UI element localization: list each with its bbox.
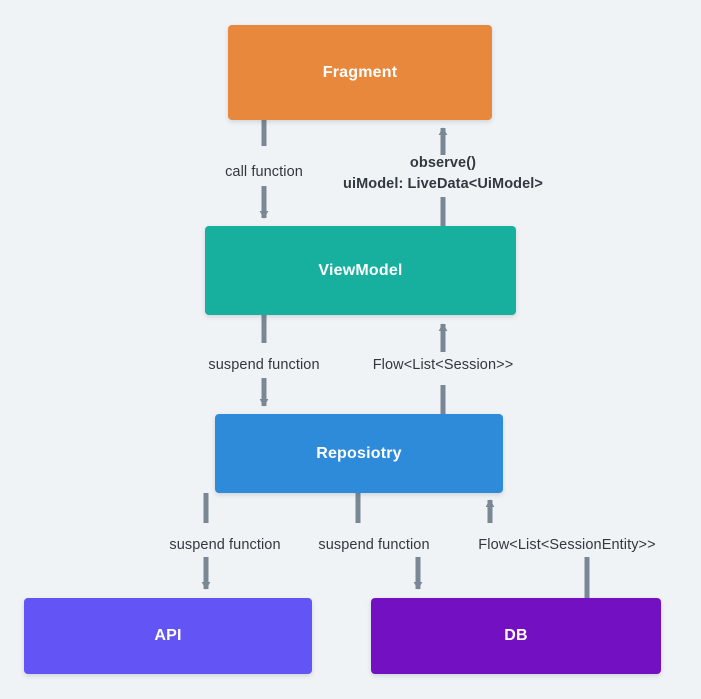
edge-label-line: observe() (409, 155, 477, 171)
edge-label-line: uiModel: LiveData<UiModel> (343, 176, 543, 193)
node-viewmodel-label: ViewModel (318, 261, 403, 279)
node-repository-label: Reposiotry (316, 444, 402, 462)
node-fragment[interactable]: Fragment (228, 25, 492, 120)
node-api-label: API (154, 627, 182, 645)
edge-label-suspend-function-db: suspend function (318, 535, 429, 556)
edge-label-flow-list-session: Flow<List<Session>> (373, 355, 514, 376)
edge-label-line: suspend function (208, 357, 320, 373)
edge-label-line: Flow<List<SessionEntity>> (478, 537, 656, 553)
edge-label-call-function: call function (225, 162, 303, 183)
edge-label-line: suspend function (318, 537, 430, 553)
edge-label-line: suspend function (169, 537, 281, 553)
edge-label-flow-list-session-entity: Flow<List<SessionEntity>> (478, 535, 655, 556)
edge-label-observe: observe() uiModel: LiveData<UiModel> (343, 153, 543, 195)
edge-db-to-repository (485, 499, 590, 598)
node-api[interactable]: API (24, 598, 312, 674)
node-fragment-label: Fragment (322, 63, 398, 81)
edge-repository-to-db (355, 493, 423, 590)
edge-label-line: call function (225, 164, 303, 180)
node-db-label: DB (504, 627, 528, 645)
node-db[interactable]: DB (371, 598, 661, 674)
edge-label-line: Flow<List<Session>> (372, 357, 514, 373)
node-repository[interactable]: Reposiotry (215, 414, 503, 493)
node-viewmodel[interactable]: ViewModel (205, 226, 516, 315)
edge-label-suspend-function-viewmodel: suspend function (208, 355, 319, 376)
edge-label-suspend-function-api: suspend function (169, 535, 280, 556)
